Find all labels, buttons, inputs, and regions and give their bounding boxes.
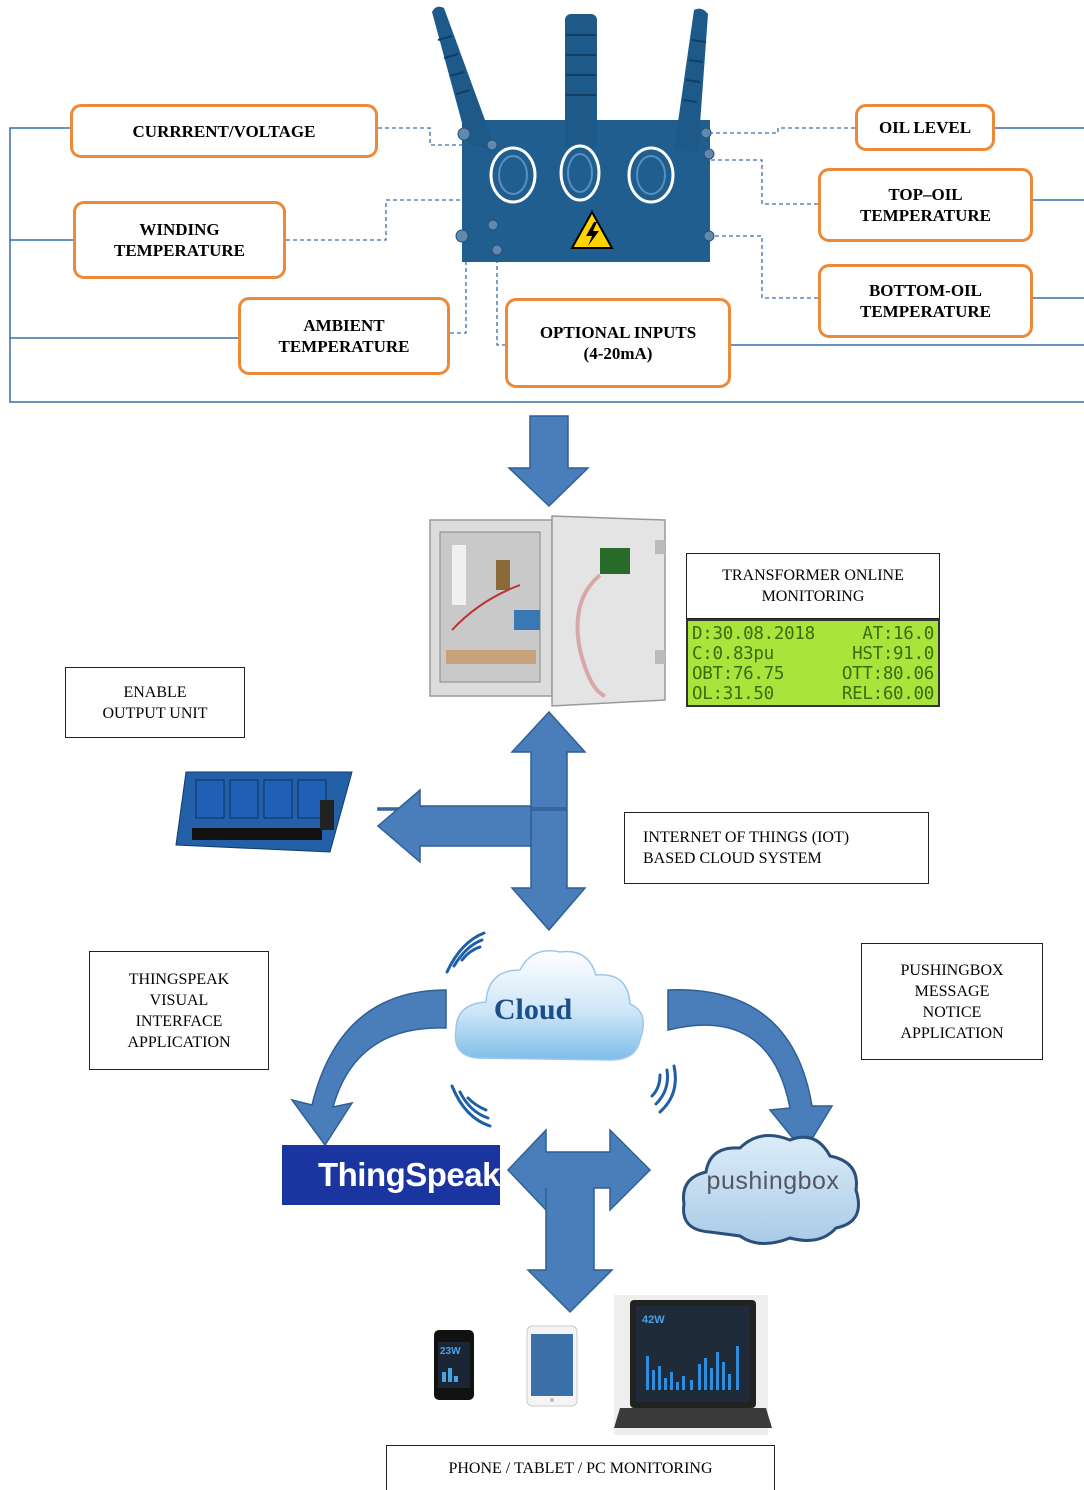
vertical-double-arrow — [377, 710, 587, 932]
curved-arrow-left — [290, 989, 447, 1147]
lcd-date: D:30.08.2018 — [692, 624, 815, 644]
lcd-row: OL:31.50 REL:60.00 — [692, 684, 934, 704]
sensor-oil-level: OIL LEVEL — [855, 104, 995, 151]
sensor-ambient-temperature: AMBIENT TEMPERATURE — [238, 297, 450, 375]
lcd-hot-spot-temp: HST:91.0 — [852, 644, 934, 664]
lcd-current: C:0.83pu — [692, 644, 774, 664]
thingspeak-logo-text: ThingSpeak — [317, 1156, 501, 1193]
laptop-screen-value: 42W — [642, 1314, 665, 1326]
thingspeak-logo: ThingSpeak — [282, 1145, 501, 1205]
label-iot-cloud-system: INTERNET OF THINGS (IOT) BASED CLOUD SYS… — [624, 812, 929, 884]
sensor-bottom-oil-temperature: BOTTOM-OIL TEMPERATURE — [818, 264, 1033, 338]
sensor-winding-temperature: WINDING TEMPERATURE — [73, 201, 286, 279]
tablet-device — [526, 1325, 578, 1407]
phone-device — [434, 1330, 474, 1400]
transformer-illustration — [432, 6, 715, 262]
sensor-current-voltage: CURRRENT/VOLTAGE — [70, 104, 378, 158]
control-panel-photo — [429, 515, 666, 707]
phone-screen-value: 23W — [440, 1346, 461, 1357]
curved-arrow-right — [667, 989, 834, 1154]
label-transformer-online-monitoring: TRANSFORMER ONLINE MONITORING — [686, 553, 940, 619]
lcd-display: D:30.08.2018 AT:16.0 C:0.83pu HST:91.0 O… — [686, 619, 940, 707]
wifi-signal-icons — [445, 931, 677, 1128]
pushingbox-cloud-icon — [681, 1134, 860, 1245]
bus-lines — [9, 127, 1084, 403]
cloud-icon — [454, 950, 645, 1061]
label-device-monitoring: PHONE / TABLET / PC MONITORING — [386, 1445, 775, 1490]
label-pushingbox-application: PUSHINGBOX MESSAGE NOTICE APPLICATION — [861, 943, 1043, 1060]
sensor-top-oil-temperature: TOP–OIL TEMPERATURE — [818, 168, 1033, 242]
label-thingspeak-application: THINGSPEAK VISUAL INTERFACE APPLICATION — [89, 951, 269, 1070]
lcd-relative: REL:60.00 — [841, 684, 934, 704]
laptop-device — [614, 1295, 772, 1435]
cloud-label: Cloud — [493, 993, 573, 1026]
lcd-ambient-temp: AT:16.0 — [862, 624, 934, 644]
down-arrow — [507, 415, 590, 508]
pushingbox-logo-text: pushingbox — [706, 1167, 840, 1195]
sensor-optional-inputs: OPTIONAL INPUTS (4-20mA) — [505, 298, 731, 388]
lcd-top-oil-temp: OTT:80.06 — [841, 664, 934, 684]
lcd-oil-level: OL:31.50 — [692, 684, 774, 704]
flow-arrows — [290, 415, 834, 1314]
left-arrow — [376, 788, 532, 864]
label-enable-output-unit: ENABLE OUTPUT UNIT — [65, 667, 245, 738]
lcd-row: OBT:76.75 OTT:80.06 — [692, 664, 934, 684]
lcd-row: C:0.83pu HST:91.0 — [692, 644, 934, 664]
relay-board-photo — [175, 771, 353, 853]
lcd-row: D:30.08.2018 AT:16.0 — [692, 624, 934, 644]
lcd-bottom-oil-temp: OBT:76.75 — [692, 664, 785, 684]
cross-arrow — [506, 1128, 652, 1314]
